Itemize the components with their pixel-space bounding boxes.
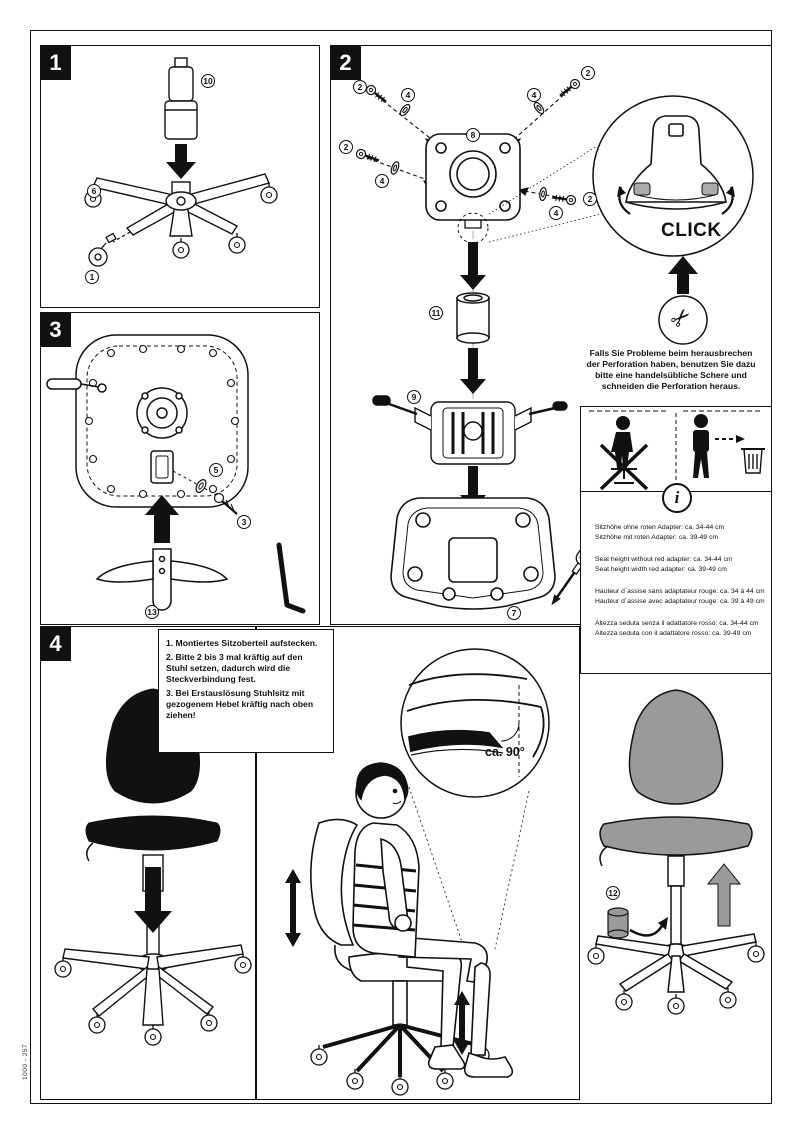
part-label-washer: 4 [401, 88, 415, 102]
click-tabs [617, 182, 735, 215]
part-label-washer: 4 [527, 88, 541, 102]
scissors-icon: ✂ [664, 300, 699, 336]
posture-drawing [285, 648, 550, 1096]
part-label-adapter: 11 [429, 306, 443, 320]
part-label-seat: 7 [507, 606, 521, 620]
screw-icon [363, 82, 390, 107]
part-label-plate: 8 [466, 128, 480, 142]
adapter-drawing [456, 292, 490, 344]
washer-icon [397, 102, 413, 118]
screw-icon [213, 492, 225, 504]
chair-gray-drawing [595, 689, 757, 993]
perforation-note: Falls Sie Probleme beim herausbrechen de… [586, 348, 756, 391]
disposal-pictogram [693, 414, 765, 478]
step4-instructions: 1. Montiertes Sitzoberteil aufstecken. 2… [158, 629, 334, 753]
up-arrow-icon [668, 256, 698, 294]
step-3-badge: 3 [40, 312, 71, 347]
seat-lever-drawing [86, 842, 94, 862]
part-label-screw: 2 [339, 140, 353, 154]
screw-icon [354, 147, 382, 166]
star-base-drawing [62, 944, 244, 1026]
up-arrow-icon [145, 495, 179, 543]
warning-pictograms [589, 410, 765, 491]
detached-caster-drawing [88, 231, 131, 267]
part-label-bracket: 13 [145, 605, 159, 619]
scissors-circle [658, 295, 708, 345]
posture-panel: ca. 90° [256, 626, 580, 1100]
lever-drawing [46, 378, 82, 390]
step3-drawing [46, 334, 306, 614]
knee-detail-circle [400, 648, 550, 798]
step1-panel: 10 6 1 [40, 45, 320, 308]
info-icon: i [662, 483, 692, 513]
part-label-washer: 4 [375, 174, 389, 188]
star-base-drawing [92, 173, 270, 237]
height-adjust-drawing [587, 689, 765, 1015]
angle-label: ca. 90° [485, 745, 525, 759]
step4-drawing [54, 688, 252, 1046]
part-label-base: 6 [87, 184, 101, 198]
up-arrow-icon [706, 863, 742, 927]
info-panel: i Sitzhöhe ohne roten Adapter: ca. 34-44… [580, 406, 772, 674]
down-arrow-icon [166, 144, 196, 179]
double-arrow-icon [454, 991, 470, 1055]
part-label-screw: 2 [353, 80, 367, 94]
screw-detail [172, 470, 238, 515]
down-arrow-icon [460, 348, 486, 394]
washer-icon [389, 160, 401, 176]
screw-bosses [84, 344, 240, 499]
part-label-mechanism: 9 [407, 390, 421, 404]
seat-height-info: Sitzhöhe ohne roten Adapter: ca. 34-44 c… [595, 524, 765, 637]
part-label-adapter: 12 [606, 886, 620, 900]
backrest-hub-drawing [46, 378, 188, 484]
curved-arrow-icon [629, 921, 666, 937]
gas-lift-drawing [164, 57, 198, 140]
no-standing-pictogram [599, 416, 649, 491]
part-label-screw: 2 [581, 66, 595, 80]
part-label-screw: 2 [583, 192, 597, 206]
step3-panel: 5 3 13 [40, 312, 320, 625]
step-1-badge: 1 [40, 45, 71, 80]
knee-detail-drawing [406, 673, 545, 777]
double-arrow-icon [285, 869, 301, 947]
down-arrow-icon [134, 867, 172, 933]
red-adapter-drawing [607, 907, 629, 939]
print-code: 1000 - 257 [22, 1043, 29, 1080]
screw-icon [550, 191, 578, 207]
allen-key-icon [276, 542, 306, 614]
arrow-right-icon [736, 435, 745, 443]
down-arrow-icon [460, 242, 486, 290]
seat-drawing [85, 815, 221, 851]
step-2-badge: 2 [330, 45, 361, 80]
part-label-screw: 3 [237, 515, 251, 529]
click-label: CLICK [661, 220, 722, 241]
gaslift-top-cover-drawing [625, 115, 727, 210]
washer-icon [531, 100, 547, 116]
step1-drawing [84, 57, 278, 267]
mechanism-drawing [372, 395, 568, 465]
seat-underside-drawing [390, 497, 556, 610]
mounting-plate-drawing [425, 133, 521, 244]
part-label-caster: 1 [85, 270, 99, 284]
trash-bin-icon [741, 448, 765, 474]
height-adjust-area: 12 [580, 674, 772, 1104]
part-label-washer: 5 [209, 463, 223, 477]
washer-icon [538, 186, 548, 202]
bracket-drawing [95, 548, 229, 611]
part-label-washer: 4 [549, 206, 563, 220]
part-label-gaslift: 10 [201, 74, 215, 88]
step-4-badge: 4 [40, 626, 71, 661]
screw-icon [556, 76, 583, 101]
child-figure-drawing [352, 762, 514, 1078]
